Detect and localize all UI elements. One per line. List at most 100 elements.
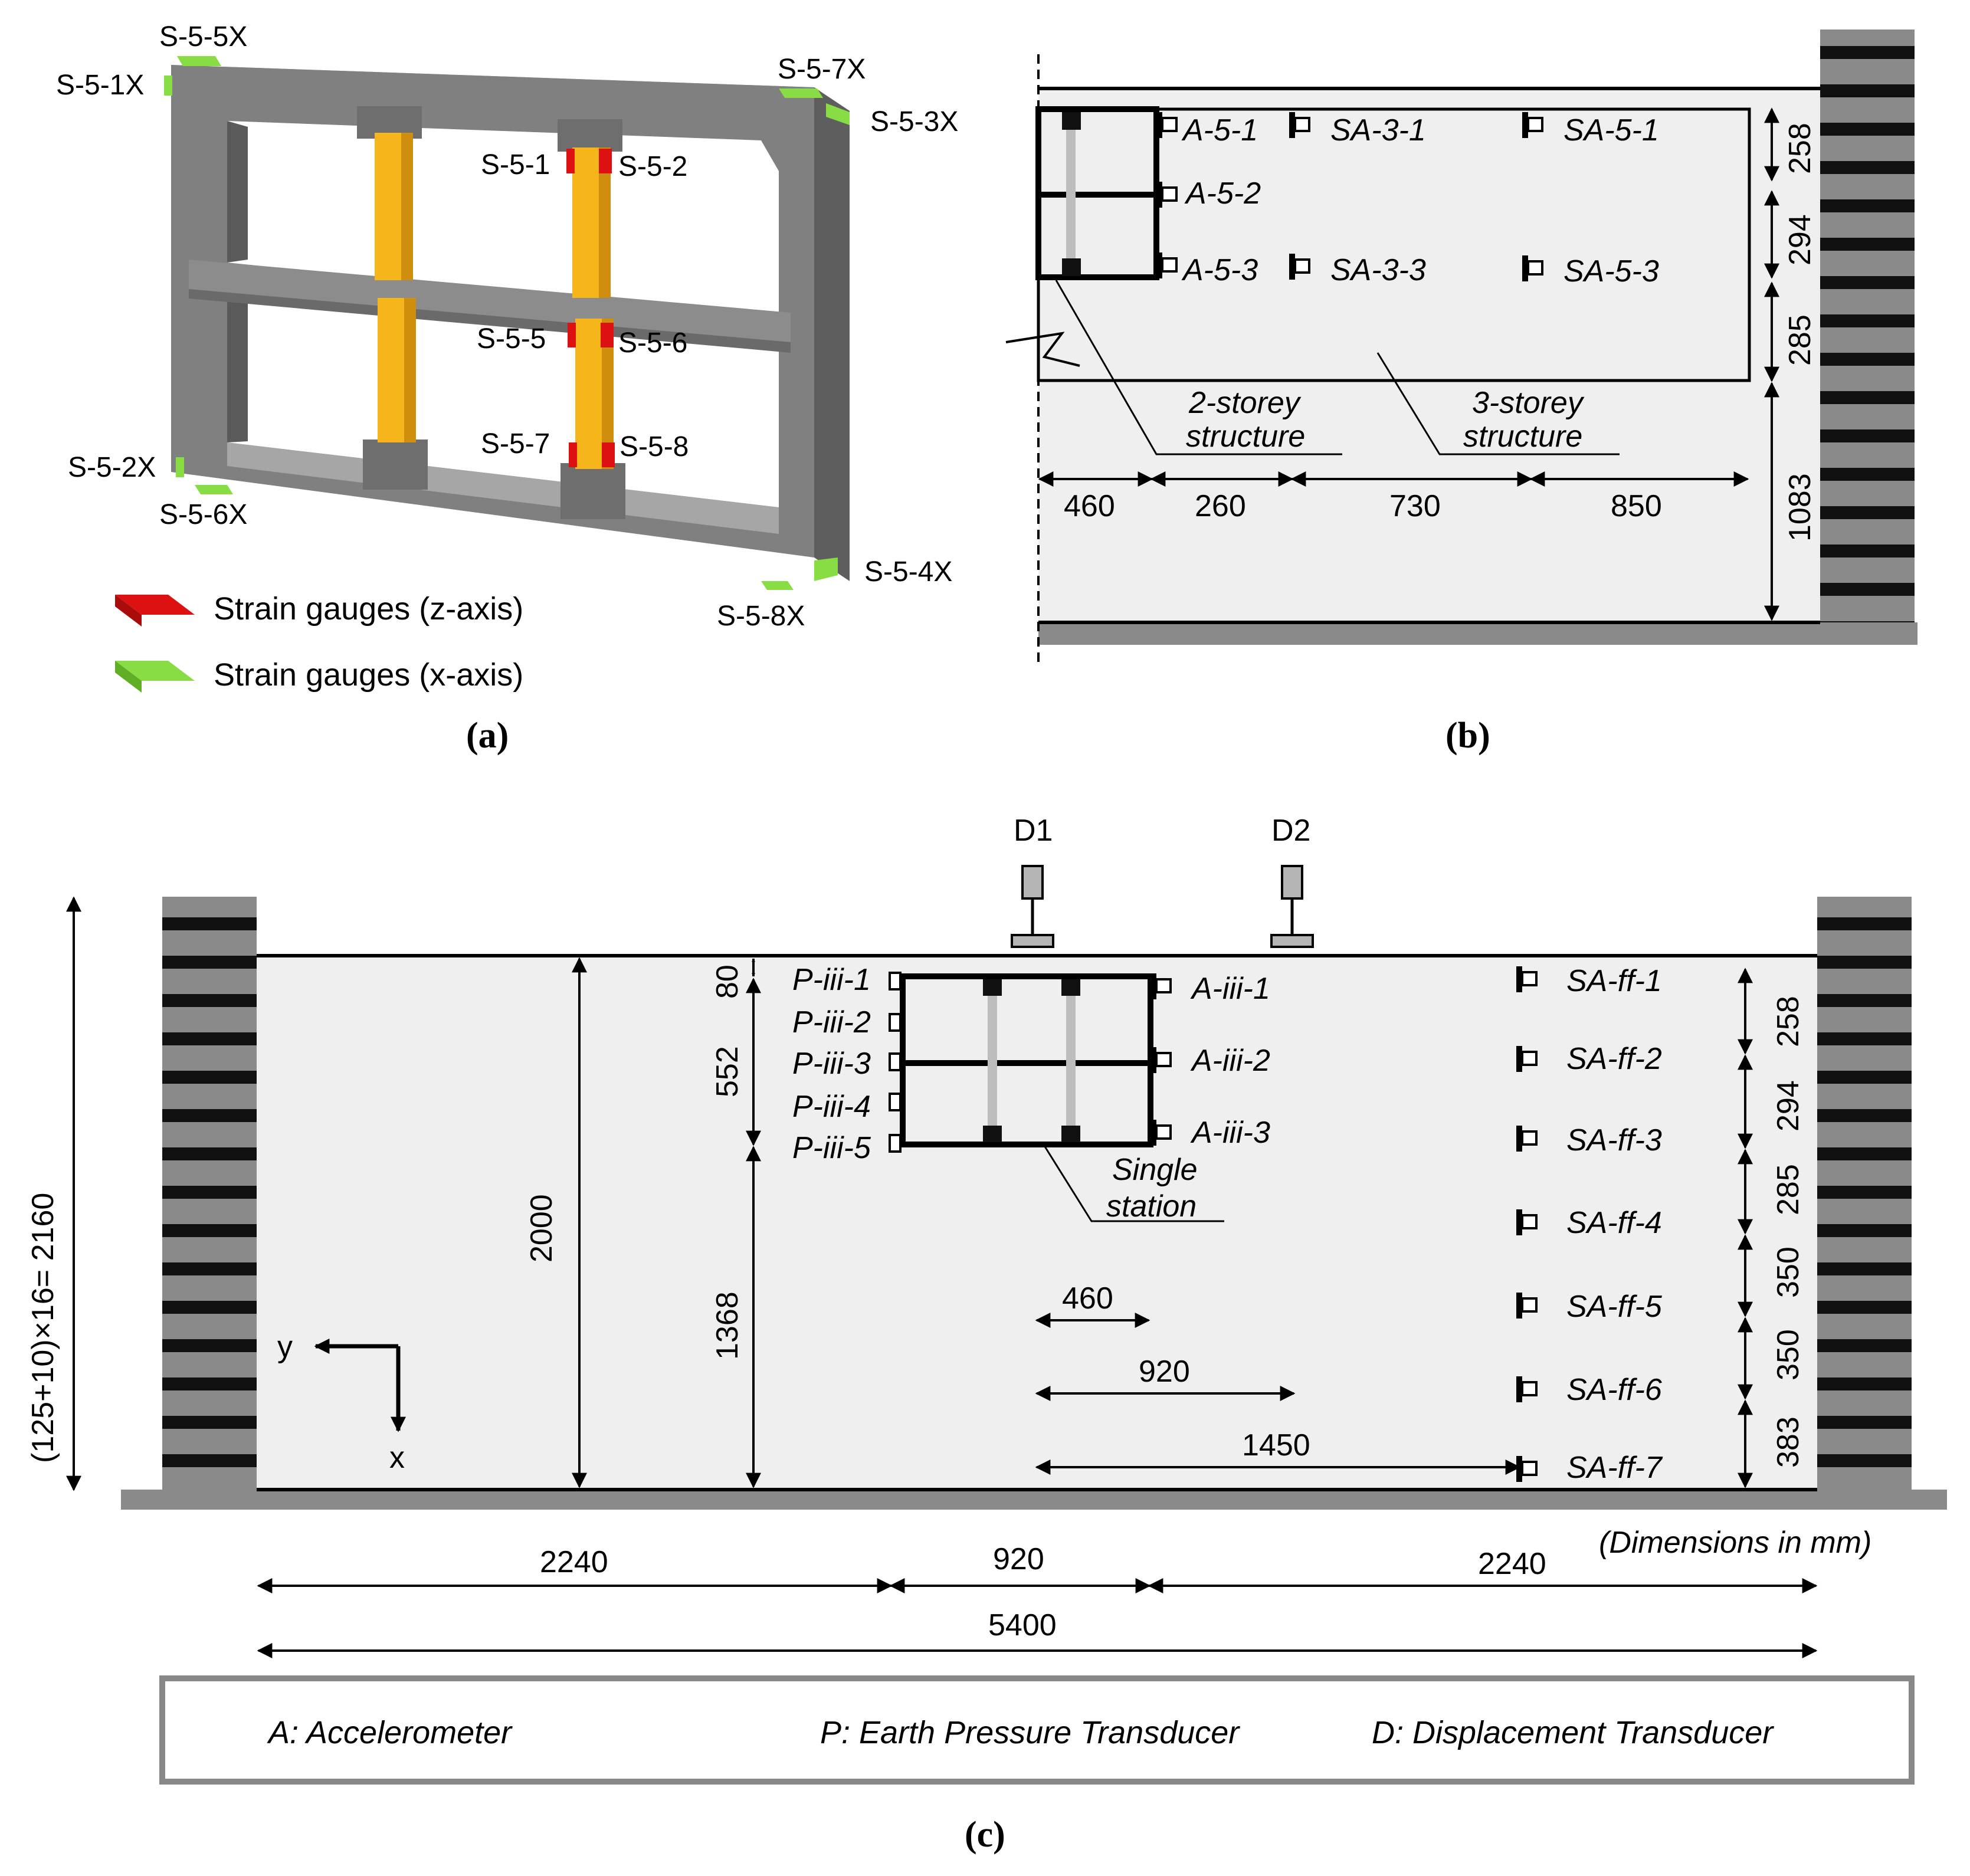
dim-label: 350 xyxy=(1771,1329,1805,1380)
panel-a: S-5-5X S-5-1X S-5-7X S-5-3X S-5-2X S-5-6… xyxy=(56,21,958,756)
accelerometer-icon xyxy=(1150,1047,1172,1073)
dim-label: 730 xyxy=(1389,489,1441,523)
wall-stripe xyxy=(162,956,257,969)
gauge-label: S-5-4X xyxy=(864,556,952,588)
gauge-label: S-5-7 xyxy=(481,428,550,460)
dim-label: 552 xyxy=(710,1046,745,1097)
wall-stripe xyxy=(1817,1186,1912,1199)
ff-label: SA-ff-4 xyxy=(1566,1206,1662,1240)
sensor-label: SA-3-3 xyxy=(1330,253,1426,287)
wall-stripe xyxy=(1817,917,1912,930)
gauge-label: S-5-6X xyxy=(159,499,247,530)
dim-label: 294 xyxy=(1783,214,1817,265)
strain-gauge-x xyxy=(826,103,850,125)
pressure-label: P-iii-1 xyxy=(792,963,871,997)
accelerometer-icon xyxy=(1156,182,1178,208)
accelerometer-icon xyxy=(1516,966,1538,992)
sensor-label: SA-5-1 xyxy=(1563,113,1659,147)
ff-label: SA-ff-2 xyxy=(1566,1042,1662,1076)
middle-slab xyxy=(189,260,791,342)
strain-gauge-x xyxy=(779,88,823,98)
wall-stripe xyxy=(1820,353,1915,366)
strain-gauge-x xyxy=(177,56,221,66)
gauge-label: S-5-1X xyxy=(56,70,144,101)
dim-label: 383 xyxy=(1771,1416,1805,1468)
pressure-transducer-icon xyxy=(889,1134,902,1153)
strain-gauge-z xyxy=(566,149,575,173)
displacement-transducer xyxy=(1270,865,1314,948)
accelerometer-icon xyxy=(1156,252,1178,278)
wall-stripe xyxy=(1820,468,1915,481)
dim-label: 460 xyxy=(1062,1281,1113,1316)
ff-label: SA-ff-1 xyxy=(1566,964,1662,998)
dim-label: 285 xyxy=(1783,314,1817,366)
accelerometer-icon xyxy=(1289,254,1310,280)
wall-stripe xyxy=(1820,429,1915,442)
wall-stripe xyxy=(162,1032,257,1045)
wall-stripe xyxy=(1820,545,1915,557)
leader-station xyxy=(1043,1145,1224,1222)
axis-y-label: y xyxy=(277,1330,293,1364)
dim-label: 850 xyxy=(1611,489,1662,523)
dim-label: 258 xyxy=(1783,123,1817,174)
accelerometer-icon xyxy=(1516,1293,1538,1319)
wall-stripe xyxy=(1817,1147,1912,1160)
frame-right-face xyxy=(814,87,850,581)
accelerometer-icon xyxy=(1150,1120,1172,1146)
accelerometer-icon xyxy=(1150,973,1172,999)
dim-label: 920 xyxy=(993,1542,1044,1576)
dim-label: 1083 xyxy=(1783,473,1817,542)
legend-pressure: P: Earth Pressure Transducer xyxy=(820,1715,1240,1750)
gauge-label: S-5-5 xyxy=(477,323,546,355)
wall-stripe xyxy=(1817,1416,1912,1429)
strain-gauge-z xyxy=(599,149,612,173)
dim-label: 1450 xyxy=(1242,1428,1310,1462)
caption-a: (a) xyxy=(466,716,509,756)
wall-stripe xyxy=(1817,1032,1912,1045)
soil-area xyxy=(1038,88,1820,622)
accelerometer-icon xyxy=(1522,255,1543,281)
wall-stripe xyxy=(162,1301,257,1314)
wall-stripe xyxy=(1817,1454,1912,1467)
strain-gauge-z xyxy=(569,442,577,467)
panel-c: D1 D2 P-iii-1 P-iii-2 P-iii-3 P-iii-4 P-… xyxy=(26,814,1947,1855)
dim-label: 1368 xyxy=(710,1291,745,1360)
legend-displacement: D: Displacement Transducer xyxy=(1372,1715,1774,1750)
sensor-label: A-5-1 xyxy=(1181,113,1258,147)
wall-stripe xyxy=(1817,1339,1912,1352)
sensor-label: A-5-3 xyxy=(1181,253,1258,287)
wall-stripe xyxy=(1820,84,1915,97)
wall-stripe xyxy=(162,1262,257,1275)
strain-gauge-z xyxy=(602,442,615,467)
wall-stripe xyxy=(1817,956,1912,969)
base-plate xyxy=(1038,622,1917,645)
displacement-transducer xyxy=(1011,865,1054,948)
dim-label: 350 xyxy=(1771,1247,1805,1298)
pressure-transducer-icon xyxy=(889,972,902,991)
wall-stripe xyxy=(162,1109,257,1122)
accelerometer-icon xyxy=(1289,112,1310,138)
legend-z-label: Strain gauges (z-axis) xyxy=(214,591,523,627)
acc-label: A-iii-2 xyxy=(1190,1044,1270,1078)
leader-3-storey xyxy=(1376,352,1620,455)
sensor-label: SA-3-1 xyxy=(1330,113,1426,147)
wall-stripes xyxy=(1820,46,1915,634)
gauge-label: S-5-6 xyxy=(618,327,687,359)
gauge-label: S-5-3X xyxy=(870,106,958,137)
wall-stripe xyxy=(1820,583,1915,596)
wall-stripe xyxy=(162,1186,257,1199)
label-3-storey: structure xyxy=(1463,419,1582,454)
wall-stripe xyxy=(1817,994,1912,1007)
label-2-storey: structure xyxy=(1186,419,1305,454)
pressure-transducer-icon xyxy=(889,1052,902,1071)
pressure-transducer-icon xyxy=(889,1013,902,1032)
wall-stripe xyxy=(162,1416,257,1429)
dim-label: 460 xyxy=(1064,489,1115,523)
label-3-storey: 3-storey xyxy=(1472,386,1585,420)
station-label: station xyxy=(1106,1189,1197,1224)
dim-label: 2240 xyxy=(1478,1547,1546,1581)
dim-label: 2240 xyxy=(540,1545,608,1579)
column-head xyxy=(560,463,625,519)
wall-stripe xyxy=(1820,123,1915,136)
